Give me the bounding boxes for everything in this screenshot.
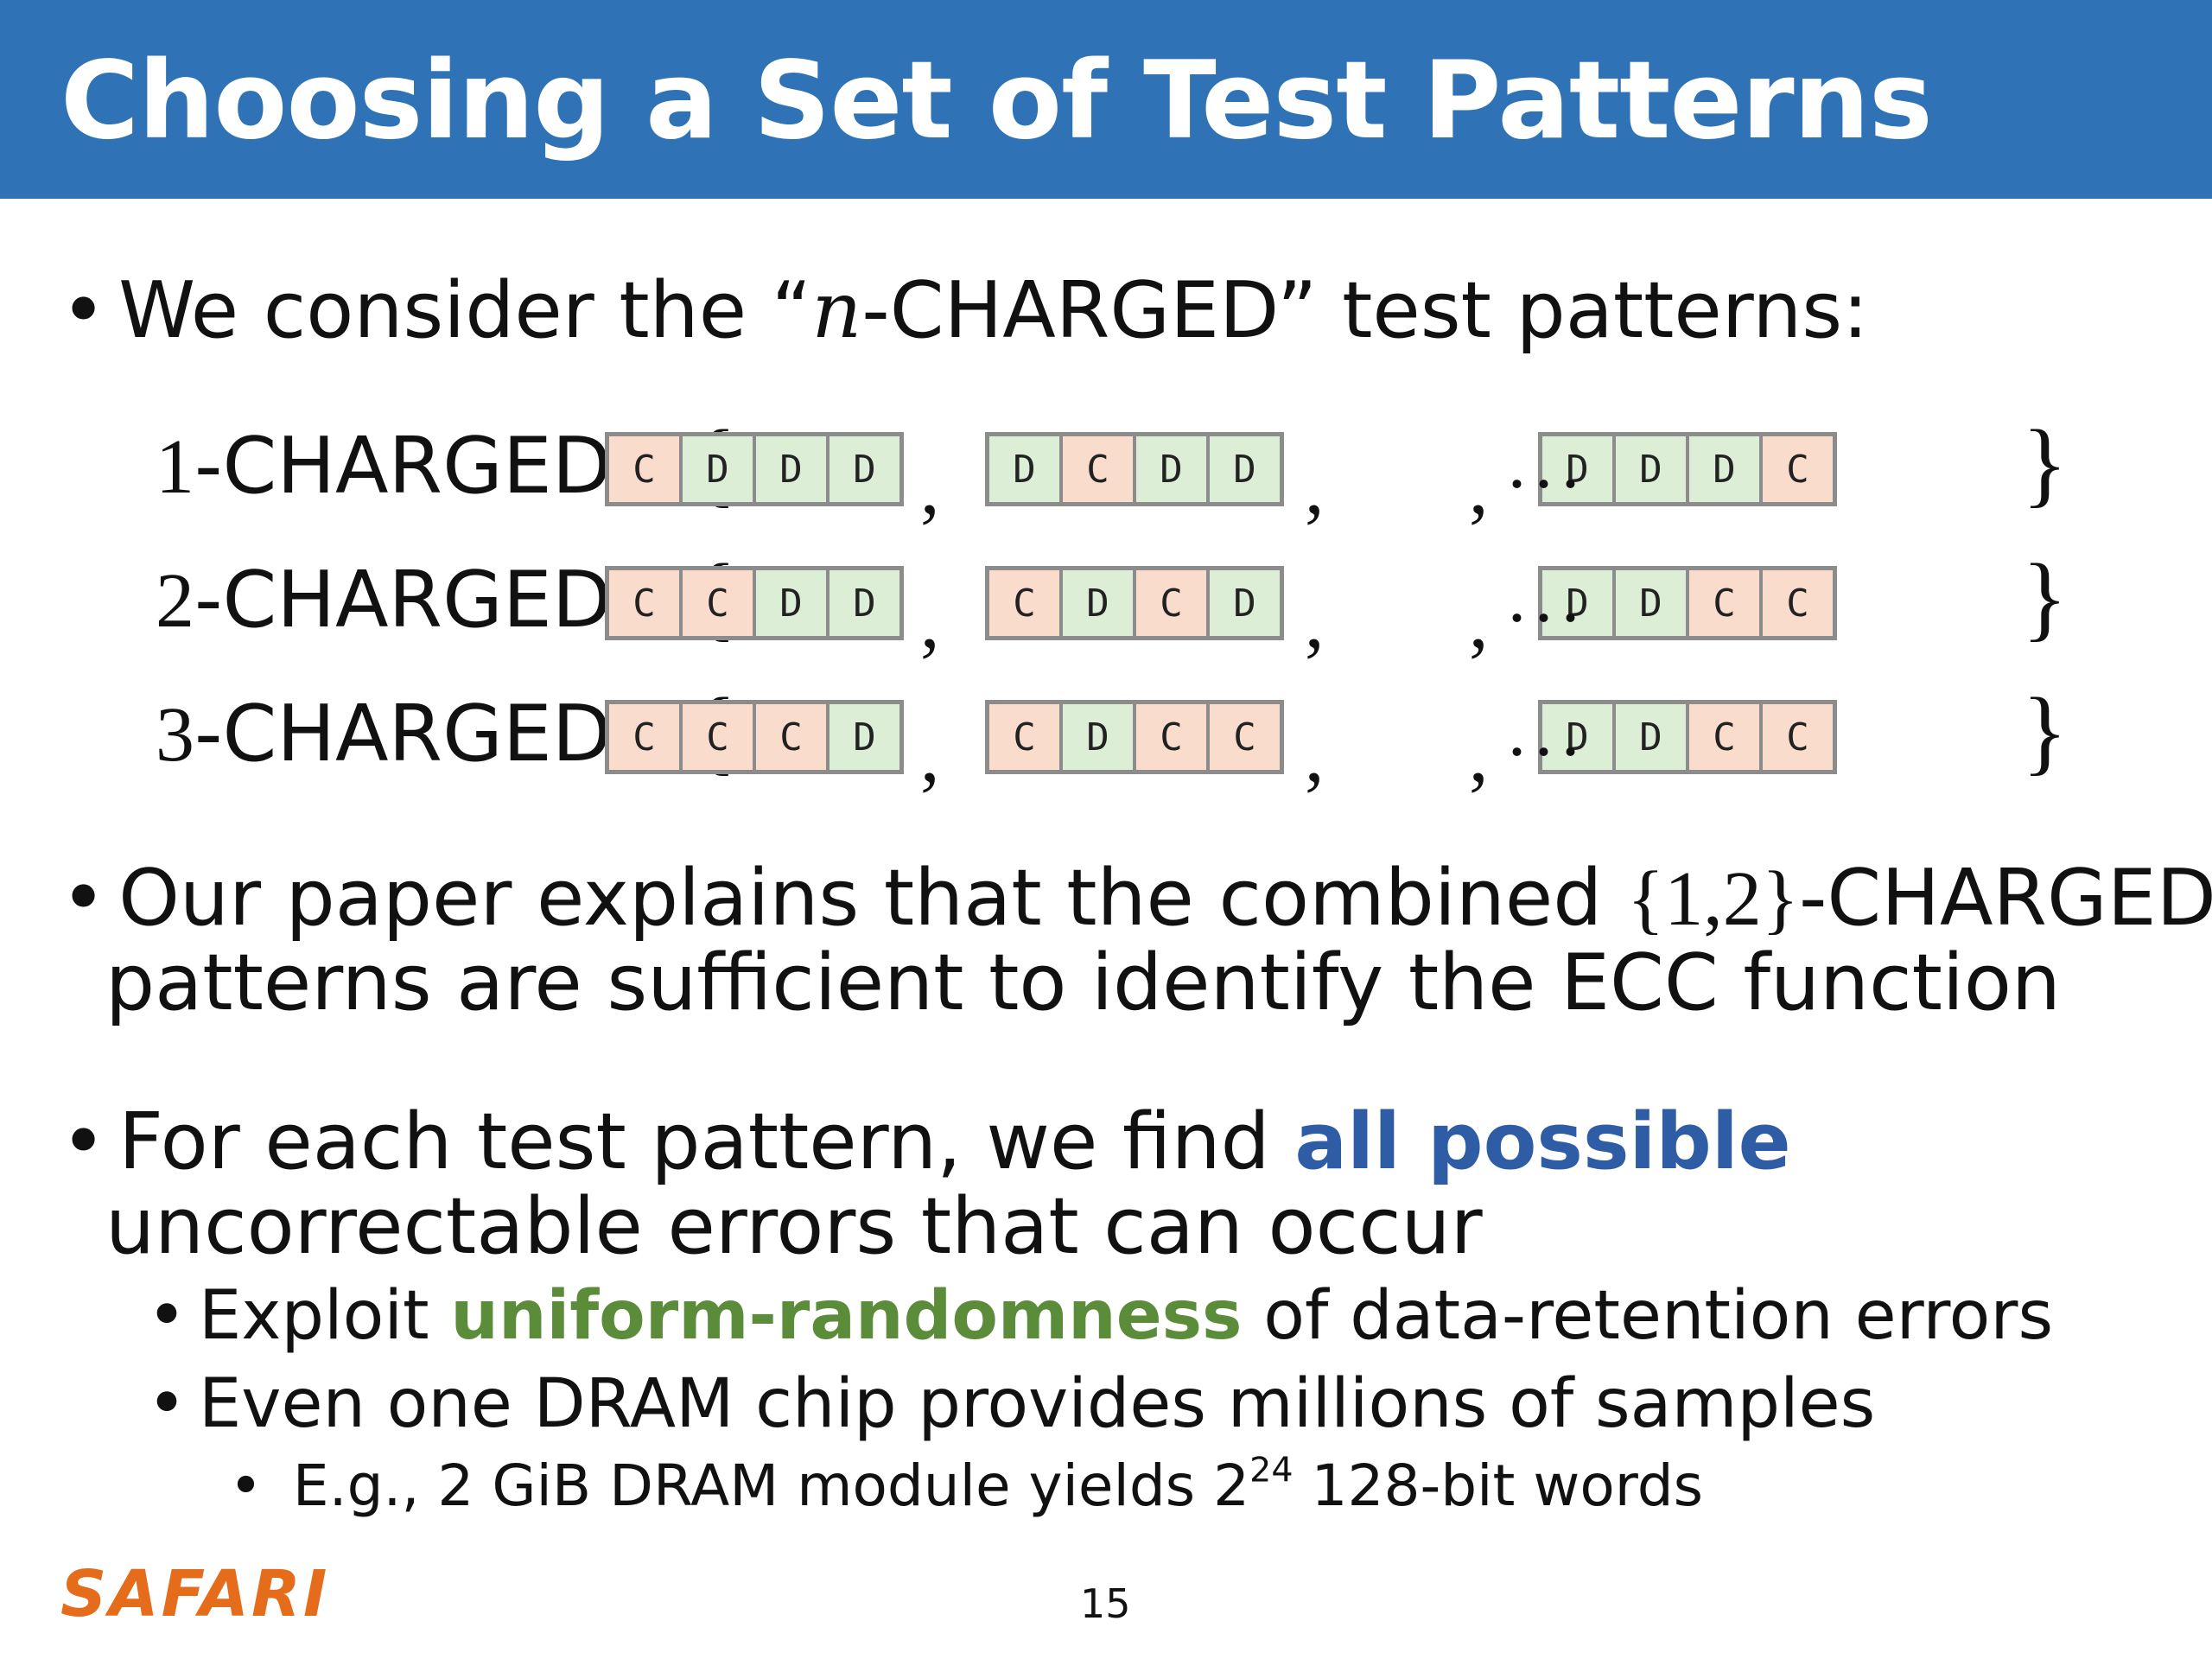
discharged-cell: D (683, 436, 753, 502)
discharged-cell: D (1542, 704, 1612, 770)
bullet-dot: • (229, 1452, 263, 1519)
sub-bullet-1-prefix: Exploit (199, 1277, 451, 1355)
charged-cell: C (1763, 704, 1833, 770)
charged-cell: C (1136, 570, 1206, 636)
charged-cell: C (683, 704, 753, 770)
discharged-cell: D (830, 436, 899, 502)
safari-logo: SAFARI (60, 1557, 330, 1631)
bullet-2-prefix: Our paper explains that the combined (118, 853, 1628, 944)
discharged-cell: D (1689, 436, 1759, 502)
discharged-cell: D (1136, 436, 1206, 502)
pattern-number: 3 (156, 692, 194, 778)
comma: , (920, 579, 940, 664)
discharged-cell: D (1616, 704, 1686, 770)
title-bar: Choosing a Set of Test Patterns (0, 0, 2212, 199)
bullet-2-line-1: •Our paper explains that the combined {1… (60, 855, 2212, 943)
comma: , (920, 713, 940, 798)
bullet-1-variable: n (811, 265, 862, 356)
charged-cell: C (683, 570, 753, 636)
bullet-dot: • (60, 265, 107, 356)
pattern-number: 1 (156, 424, 194, 510)
sub-sub-bullet: • E.g., 2 GiB DRAM module yields 224 128… (229, 1450, 1703, 1519)
discharged-cell: D (1616, 436, 1686, 502)
charged-cell: C (609, 704, 679, 770)
comma: , (1305, 445, 1325, 531)
discharged-cell: D (830, 570, 899, 636)
comma: , (1469, 579, 1489, 664)
comma: , (1469, 713, 1489, 798)
pattern-number: 2 (156, 558, 194, 644)
sub-bullet-1-highlight: uniform-randomness (450, 1277, 1243, 1355)
sub-bullet-2-text: Even one DRAM chip provides millions of … (199, 1365, 1876, 1443)
sub-bullet-1-suffix: of data-retention errors (1242, 1277, 2054, 1355)
bullet-3-prefix: For each test pattern, we find (118, 1096, 1295, 1187)
ellipsis: ... (1508, 557, 1588, 638)
comma: , (1305, 579, 1325, 664)
page-number: 15 (1080, 1580, 1131, 1627)
ellipsis: ... (1508, 423, 1588, 504)
bullet-1-prefix: We consider the “ (118, 265, 812, 356)
close-brace: } (2022, 410, 2068, 516)
discharged-cell: D (1542, 570, 1612, 636)
bullet-1-suffix: -CHARGED” test patterns: (861, 265, 1869, 356)
charged-cell: C (1210, 704, 1280, 770)
charged-cell: C (609, 436, 679, 502)
discharged-cell: D (1063, 704, 1133, 770)
bullet-1: •We consider the “n-CHARGED” test patter… (60, 268, 1868, 354)
charged-cell: C (1689, 570, 1759, 636)
discharged-cell: D (756, 570, 826, 636)
discharged-cell: D (756, 436, 826, 502)
charged-cell: C (1063, 436, 1133, 502)
sub-sub-bullet-prefix: E.g., 2 GiB DRAM module yields 2 (292, 1452, 1250, 1519)
bullet-dot: • (147, 1365, 188, 1443)
discharged-cell: D (1063, 570, 1133, 636)
charged-cell: C (756, 704, 826, 770)
charged-cell: C (1763, 436, 1833, 502)
charged-cell: C (1689, 704, 1759, 770)
bullet-3-line-1: •For each test pattern, we find all poss… (60, 1099, 1791, 1185)
comma: , (1305, 713, 1325, 798)
bullet-dot: • (147, 1277, 188, 1355)
bullet-dot: • (60, 1096, 107, 1187)
bullet-2-set: {1,2} (1627, 856, 1799, 942)
bullet-2-suffix: -CHARGED (1798, 853, 2212, 944)
bullet-3-line-2: uncorrectable errors that can occur (105, 1181, 1483, 1272)
bullet-2-line-2: patterns are sufficient to identify the … (105, 938, 2061, 1028)
discharged-cell: D (1542, 436, 1612, 502)
comma: , (1469, 445, 1489, 531)
discharged-cell: D (830, 704, 899, 770)
charged-cell: C (989, 704, 1059, 770)
charged-cell: C (609, 570, 679, 636)
bullet-dot: • (60, 853, 107, 944)
close-brace: } (2022, 544, 2068, 650)
sub-sub-bullet-suffix: 128-bit words (1293, 1452, 1703, 1519)
ellipsis: ... (1508, 691, 1588, 772)
bullet-3-highlight: all possible (1294, 1096, 1791, 1187)
close-brace: } (2022, 678, 2068, 784)
exponent: 24 (1249, 1450, 1294, 1491)
discharged-cell: D (1616, 570, 1686, 636)
comma: , (920, 445, 940, 531)
discharged-cell: D (1210, 570, 1280, 636)
slide-title: Choosing a Set of Test Patterns (60, 39, 1933, 163)
charged-cell: C (1763, 570, 1833, 636)
discharged-cell: D (989, 436, 1059, 502)
discharged-cell: D (1210, 436, 1280, 502)
sub-bullet-1: •Exploit uniform-randomness of data-rete… (147, 1277, 2053, 1355)
sub-bullet-2: •Even one DRAM chip provides millions of… (147, 1365, 1875, 1443)
charged-cell: C (1136, 704, 1206, 770)
charged-cell: C (989, 570, 1059, 636)
